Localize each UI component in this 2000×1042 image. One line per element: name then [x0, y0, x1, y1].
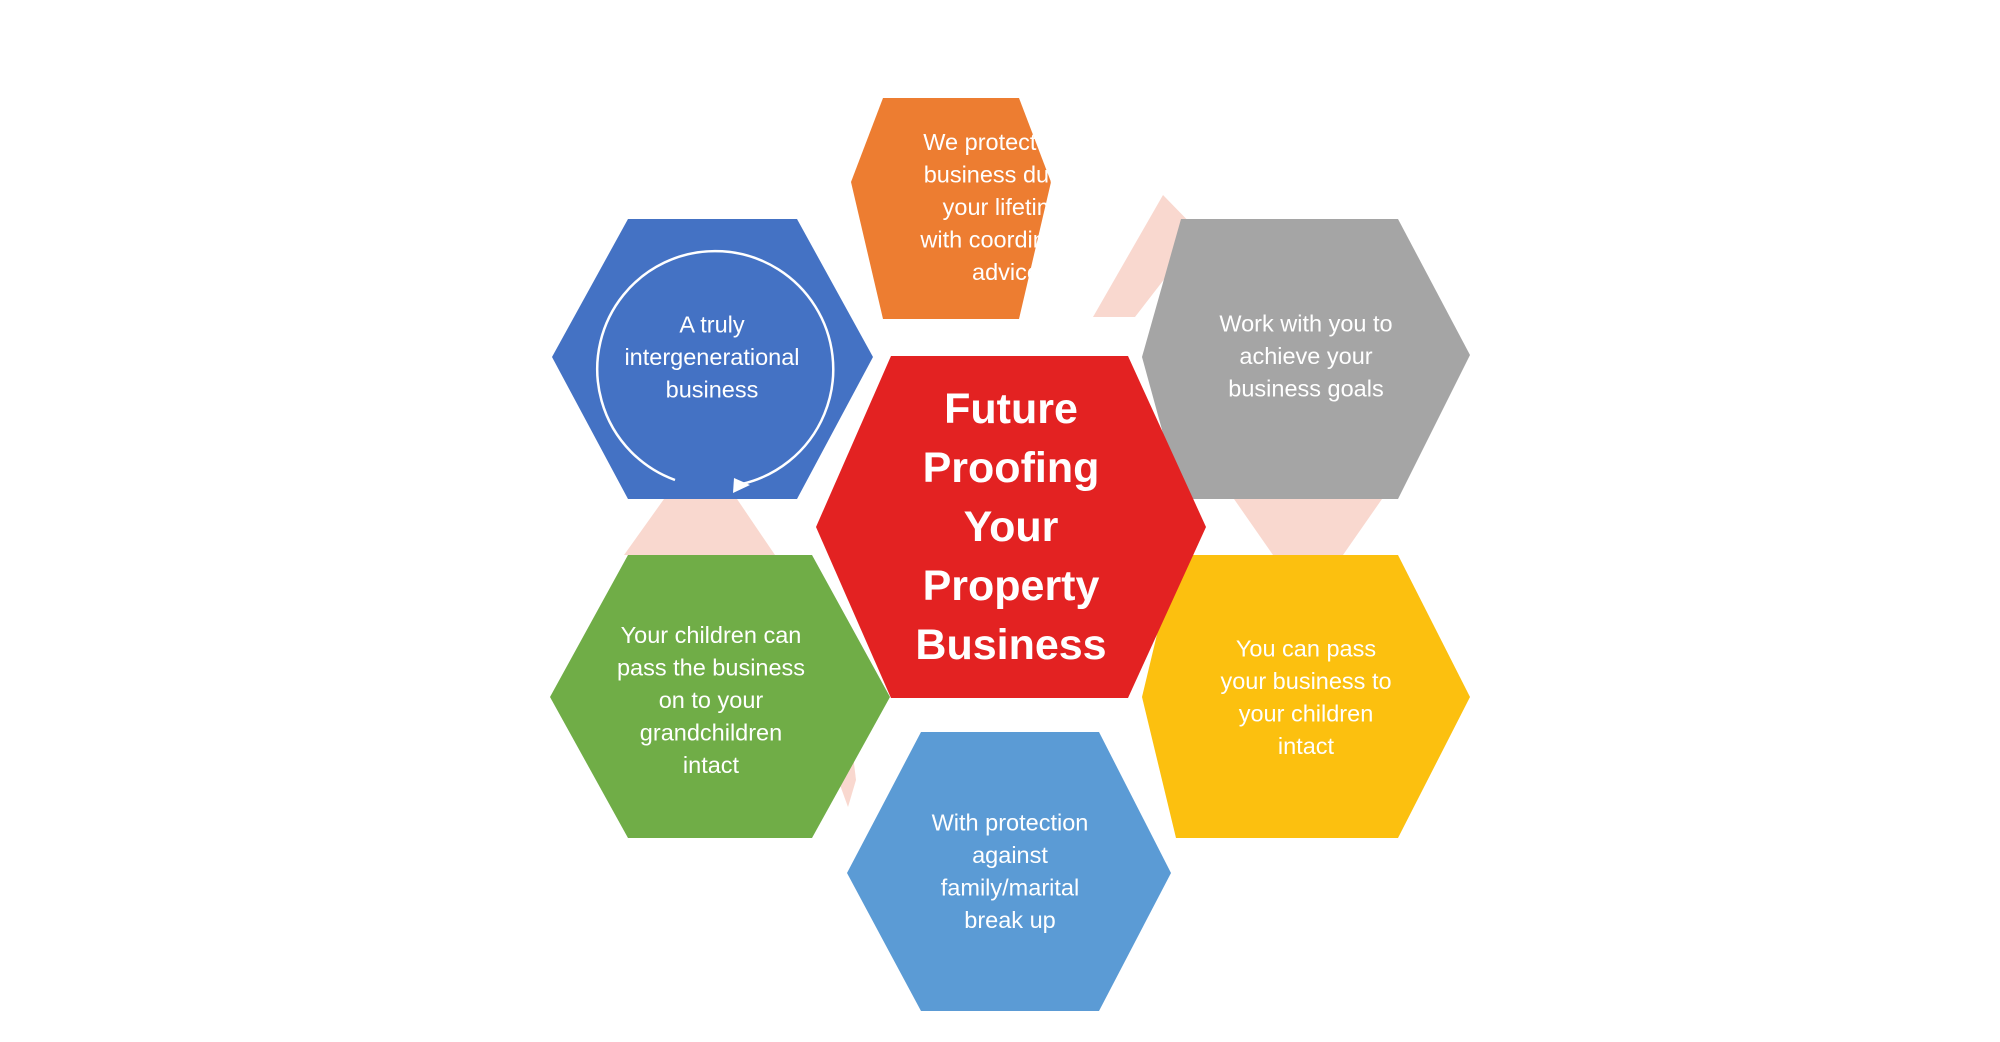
- connector-grandchildren-intergenerational: [624, 499, 775, 555]
- hexagon: [1142, 555, 1470, 838]
- text-line: grandchildren: [640, 720, 782, 746]
- text-line: Your children can: [621, 622, 802, 648]
- hexagon: [847, 732, 1171, 1011]
- hexagon: [552, 219, 873, 499]
- text-line: your business to: [1220, 668, 1391, 694]
- text-line: business during: [924, 162, 1089, 188]
- hexagon: [1142, 219, 1470, 499]
- hex-node-grandchildren: Your children can pass the business on to …: [550, 555, 890, 838]
- text-line: Work with you to: [1219, 311, 1392, 337]
- node-text: You can pass your business to your childre…: [1220, 635, 1391, 759]
- node-text: With protection against family/marital brea…: [932, 809, 1089, 933]
- hex-node-children: You can pass your business to your childre…: [1142, 555, 1470, 838]
- node-text: Work with you to achieve your business goa…: [1219, 311, 1392, 402]
- cycle-arrow-icon: [595, 249, 835, 486]
- text-line: Your: [964, 503, 1059, 551]
- text-line: against: [972, 842, 1048, 868]
- text-line: You can pass: [1236, 635, 1376, 661]
- hex-node-goals: Work with you to achieve your business goa…: [1142, 219, 1470, 499]
- hexagon: [550, 555, 890, 838]
- node-text: Your children can pass the business on to …: [617, 622, 805, 778]
- text-line: intact: [683, 752, 740, 778]
- text-line: your children: [1239, 700, 1374, 726]
- node-text: We protect your business during your lifet…: [919, 129, 1091, 285]
- text-line: With protection: [932, 809, 1089, 835]
- text-line: on to your: [659, 687, 764, 713]
- center-hexagon: [816, 356, 1206, 698]
- text-line: intergenerational: [624, 344, 799, 370]
- text-line: Future: [944, 385, 1078, 433]
- text-line: Business: [915, 621, 1106, 669]
- hex-node-intergenerational: A truly intergenerational business: [552, 219, 873, 499]
- node-text: A truly intergenerational business: [624, 312, 799, 403]
- text-line: Property: [923, 562, 1100, 610]
- text-line: achieve your: [1239, 343, 1372, 369]
- hex-node-protection: With protection against family/marital brea…: [847, 732, 1171, 1011]
- text-line: with coordinated: [919, 227, 1091, 253]
- text-line: your lifetime: [943, 194, 1070, 220]
- connector-goals-children: [1234, 499, 1382, 555]
- hexagon: [851, 98, 1051, 319]
- text-line: family/marital: [941, 874, 1079, 900]
- text-line: A truly: [679, 312, 745, 338]
- text-line: business: [666, 377, 759, 403]
- text-line: advice: [972, 259, 1040, 285]
- text-line: pass the business: [617, 655, 805, 681]
- text-line: We protect your: [923, 129, 1089, 155]
- text-line: break up: [964, 907, 1055, 933]
- text-line: business goals: [1228, 376, 1383, 402]
- hex-node-lifetime: We protect your business during your lifet…: [851, 98, 1092, 319]
- text-line: intact: [1278, 733, 1335, 759]
- text-line: Proofing: [923, 444, 1100, 492]
- arrow-head-icon: [733, 478, 750, 493]
- connector-lifetime-goals: [1093, 195, 1200, 317]
